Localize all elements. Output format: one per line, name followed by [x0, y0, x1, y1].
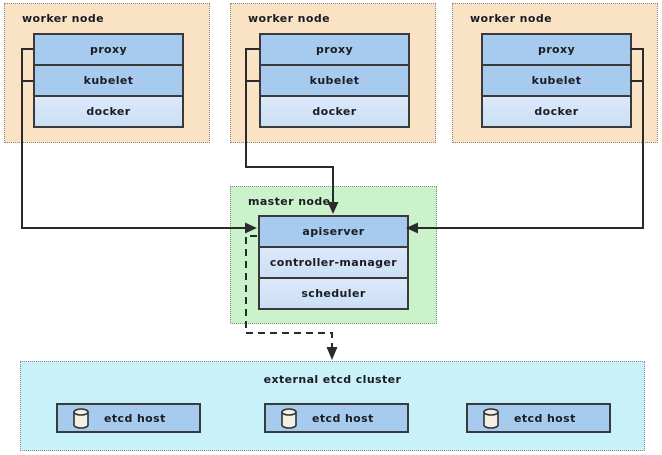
etcd-host-label: etcd host	[514, 411, 576, 425]
database-icon	[73, 407, 89, 429]
master-node: master node apiserver controller-manager…	[230, 186, 437, 324]
etcd-host-3: etcd host	[466, 403, 611, 433]
worker-node-3-label: worker node	[470, 12, 553, 25]
component-docker: docker	[483, 95, 630, 126]
external-etcd-cluster: external etcd cluster etcd host etcd hos…	[20, 361, 645, 451]
component-proxy: proxy	[35, 35, 182, 64]
worker-node-1-components: proxy kubelet docker	[33, 33, 184, 128]
etcd-host-label: etcd host	[104, 411, 166, 425]
component-proxy: proxy	[261, 35, 408, 64]
worker-node-2-label: worker node	[248, 12, 331, 25]
component-kubelet: kubelet	[483, 64, 630, 95]
component-docker: docker	[261, 95, 408, 126]
etcd-host-1: etcd host	[56, 403, 201, 433]
component-controller-manager: controller-manager	[260, 246, 407, 277]
worker-node-3-components: proxy kubelet docker	[481, 33, 632, 128]
etcd-host-label: etcd host	[312, 411, 374, 425]
component-apiserver: apiserver	[260, 217, 407, 246]
arrowhead-down-icon	[326, 347, 338, 360]
component-kubelet: kubelet	[35, 64, 182, 95]
etcd-host-2: etcd host	[264, 403, 409, 433]
component-kubelet: kubelet	[261, 64, 408, 95]
database-icon	[281, 407, 297, 429]
database-icon	[483, 407, 499, 429]
worker-node-1: worker node proxy kubelet docker	[4, 3, 210, 143]
worker-node-3: worker node proxy kubelet docker	[452, 3, 658, 143]
master-node-label: master node	[248, 195, 331, 208]
master-node-components: apiserver controller-manager scheduler	[258, 215, 409, 310]
component-docker: docker	[35, 95, 182, 126]
worker-node-2-components: proxy kubelet docker	[259, 33, 410, 128]
worker-node-1-label: worker node	[22, 12, 105, 25]
component-scheduler: scheduler	[260, 277, 407, 308]
etcd-cluster-label: external etcd cluster	[263, 373, 402, 386]
component-proxy: proxy	[483, 35, 630, 64]
worker-node-2: worker node proxy kubelet docker	[230, 3, 436, 143]
